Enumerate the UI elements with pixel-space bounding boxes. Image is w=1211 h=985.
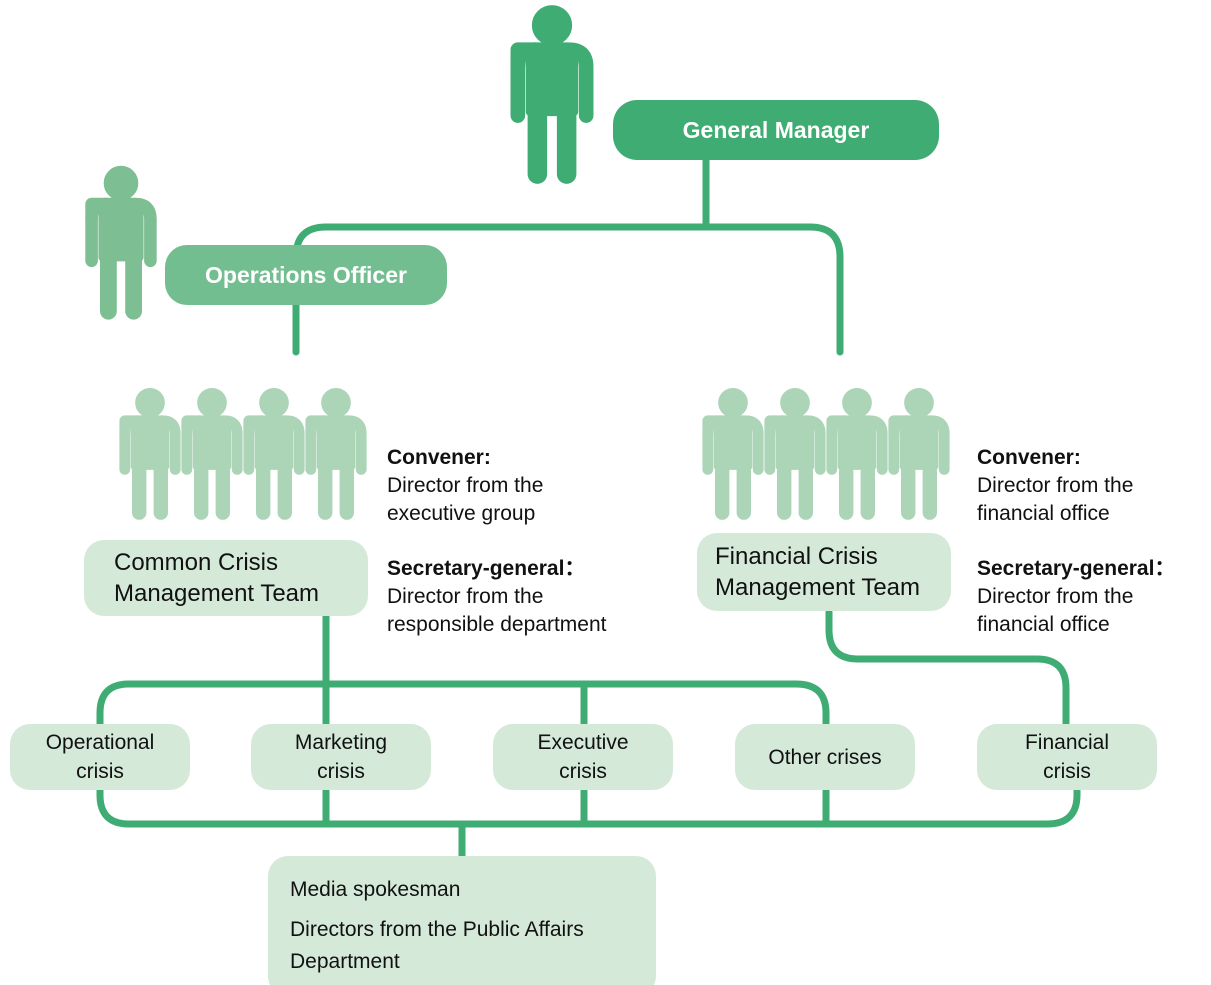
financial-crisis-team-box: Financial Crisis Management Team [697,533,951,611]
financial-secretary-line-1: Director from the [977,585,1134,608]
crisis-operational-line-2: crisis [76,760,124,783]
manager-person-icon [518,6,586,174]
crisis-operational-line-1: Operational [45,731,155,754]
financial-convener-line-1: Director from the [977,474,1134,497]
common-team-name-line-2: Management Team [114,580,320,607]
media-spokesman-box: Media spokesman Directors from the Publi… [268,856,656,985]
crisis-box-marketing: Marketing crisis [251,724,431,790]
general-manager-box: General Manager [613,100,939,160]
common-convener-line-2: executive group [387,502,536,525]
financial-team-roles: Convener: Director from the financial of… [977,444,1209,639]
financial-team-name-line-1: Financial Crisis [715,543,878,570]
common-crisis-team-box: Common Crisis Management Team [84,540,368,616]
common-secretary-label: Secretary-general： [387,557,586,580]
crisis-box-other: Other crises [735,724,915,790]
connector-lines [96,154,1081,862]
officer-person-icon [92,166,151,311]
general-manager-label: General Manager [682,116,870,143]
crisis-financial-line-1: Financial [1024,731,1110,754]
connector-crisis-bus-upper [96,680,830,732]
common-secretary-line-1: Director from the [387,585,544,608]
media-line-2: Department [290,950,400,973]
crisis-box-executive: Executive crisis [493,724,673,790]
crisis-executive-line-1: Executive [537,731,629,754]
financial-secretary-label: Secretary-general： [977,557,1176,580]
crisis-financial-line-2: crisis [1043,760,1091,783]
common-convener-line-1: Director from the [387,474,544,497]
media-line-1: Directors from the Public Affairs [290,918,584,941]
common-secretary-line-2: responsible department [387,613,607,636]
financial-convener-line-2: financial office [977,502,1110,525]
operations-officer-label: Operations Officer [205,261,407,288]
connector-crisis-bus-lower [96,786,1081,828]
common-convener-label: Convener: [387,446,491,469]
crisis-other-line-1: Other crises [768,745,882,769]
operations-officer-box: Operations Officer [165,245,447,305]
common-team-people-icon [125,388,361,512]
common-team-name-line-1: Common Crisis [114,549,279,576]
financial-team-people-icon [708,388,944,512]
financial-secretary-line-2: financial office [977,613,1110,636]
financial-team-name-line-2: Management Team [715,574,921,601]
crisis-box-operational: Operational crisis [10,724,190,790]
common-team-roles: Convener: Director from the executive gr… [387,444,687,639]
media-title: Media spokesman [290,878,461,901]
crisis-box-financial: Financial crisis [977,724,1157,790]
connector-top-branch [292,223,844,356]
crisis-marketing-line-1: Marketing [294,731,388,754]
connector-financial-down [825,608,1070,729]
crisis-executive-line-2: crisis [559,760,607,783]
crisis-marketing-line-2: crisis [317,760,365,783]
financial-convener-label: Convener: [977,446,1081,469]
